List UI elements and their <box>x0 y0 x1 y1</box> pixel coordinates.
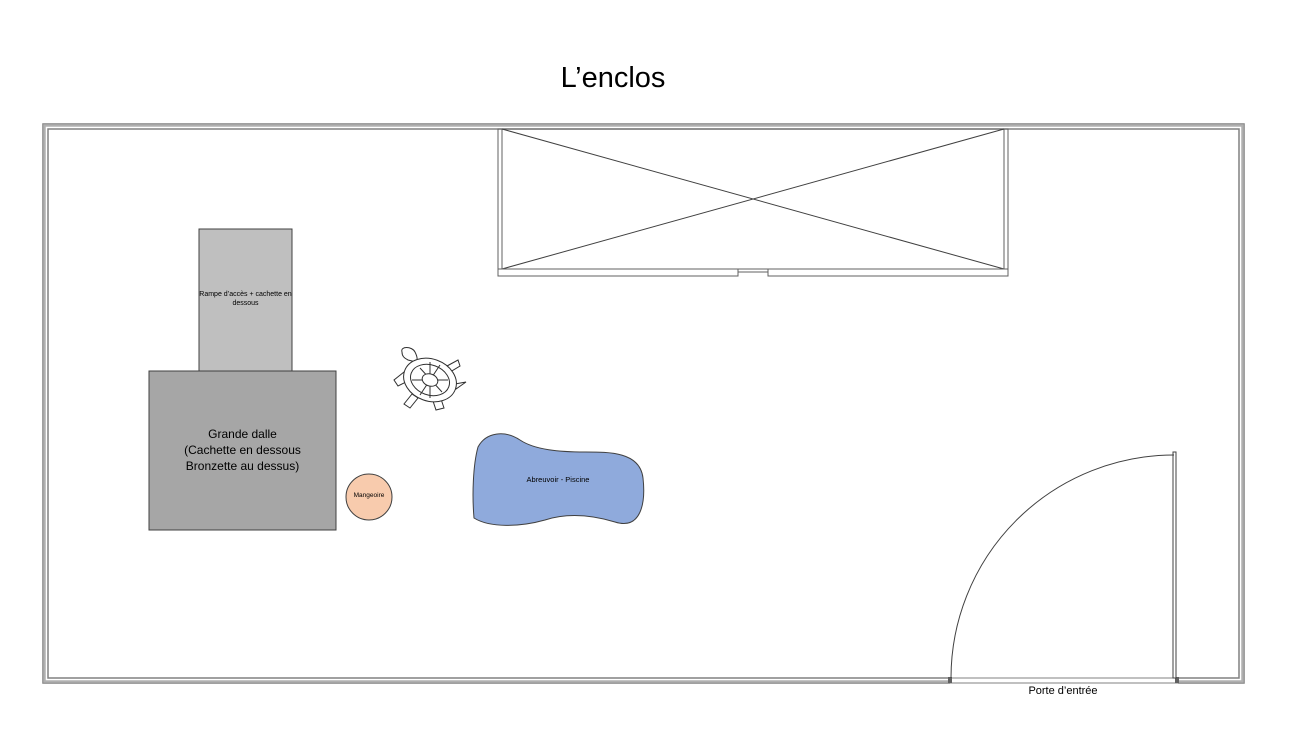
slab-label: Grande dalle (Cachette en dessous Bronze… <box>149 426 336 474</box>
sliding-panel-right <box>767 268 1009 277</box>
ramp-label: Rampe d’accès + cachette en dessous <box>199 291 292 307</box>
door-jamb-left <box>948 677 952 683</box>
outer-wall <box>42 123 1245 684</box>
door-opening <box>950 676 1178 685</box>
feeder-label: Mangeoire <box>353 492 385 499</box>
large-slab-block <box>148 370 337 531</box>
door-arc <box>950 454 1175 679</box>
slab-label-line-3: Bronzette au dessus) <box>185 459 300 473</box>
crossed-window-icon <box>497 128 1009 277</box>
door-leaf <box>1172 451 1177 679</box>
slab-label-line-1: Grande dalle <box>208 427 277 441</box>
wall-fill <box>43 124 1244 683</box>
pool-shape <box>472 433 645 526</box>
tortoise-icon <box>393 347 467 411</box>
feeder-circle <box>345 473 393 521</box>
door-label: Porte d’entrée <box>1028 685 1098 697</box>
door-swing-icon <box>948 451 1179 685</box>
pool-label: Abreuvoir - Piscine <box>526 475 590 484</box>
door-jamb-right <box>1175 677 1179 683</box>
slab-label-line-2: (Cachette en dessous <box>184 443 301 457</box>
diagram-title: L’enclos <box>560 62 666 94</box>
ramp-block <box>198 228 293 372</box>
sliding-panel-left <box>497 268 739 277</box>
